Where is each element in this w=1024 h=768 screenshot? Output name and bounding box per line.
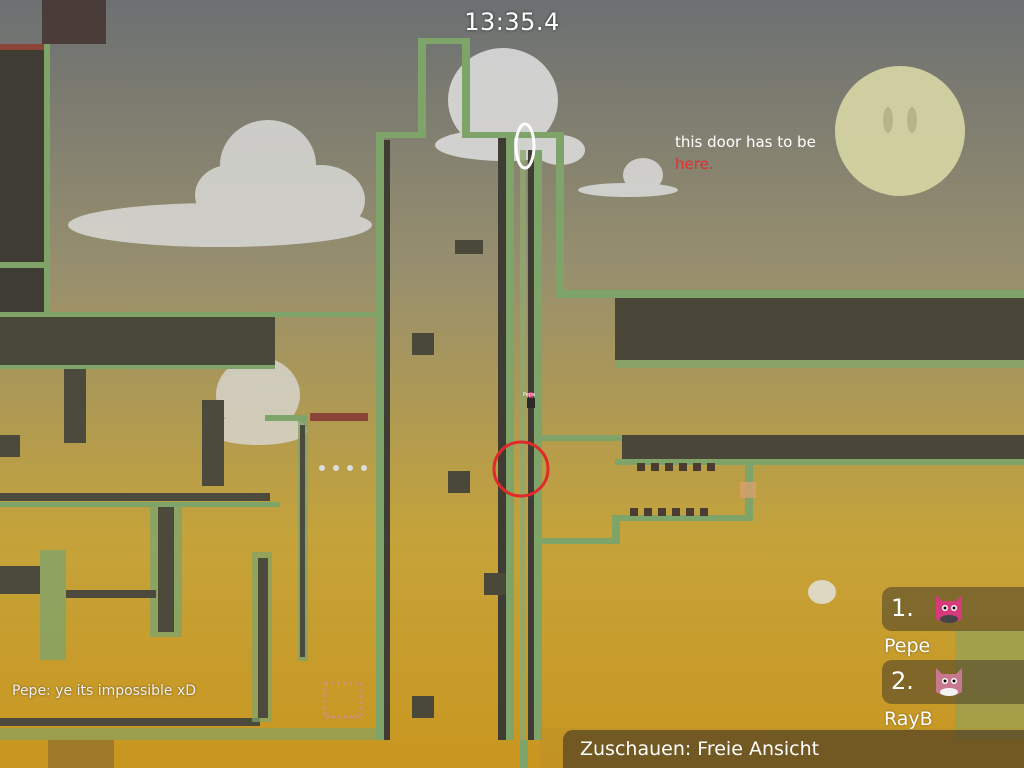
tee-skin-icon	[936, 668, 962, 696]
chat-message: Pepe: ye its impossible xD	[12, 683, 197, 699]
door-marker	[514, 122, 536, 170]
player-name: RayB	[884, 708, 933, 730]
spectator-mode-bar: Zuschauen: Freie Ansicht	[563, 730, 1024, 768]
race-timer: 13:35.4	[464, 8, 560, 36]
cloud-large	[68, 120, 372, 247]
red-circle-marker	[492, 440, 550, 498]
player-pepe	[527, 392, 535, 408]
spike-row-bottom	[630, 508, 708, 516]
wall-top-left	[42, 0, 106, 44]
cloud-ghost-mid	[208, 357, 308, 445]
teleport-pad	[323, 681, 363, 719]
moon	[835, 66, 965, 196]
wall-top-left-red	[0, 44, 44, 50]
player-name: Pepe	[884, 635, 931, 657]
rank-label: 2.	[891, 667, 914, 695]
left-structure	[0, 44, 380, 768]
scoreboard-bar: 1.	[882, 587, 1024, 631]
rank-label: 1.	[891, 594, 914, 622]
scoreboard-entry-1: 1. Pepe	[882, 587, 1024, 657]
map-annotation: this door has to be here.	[675, 131, 816, 175]
floating-blocks	[412, 240, 506, 718]
map-annotation-line2: here.	[675, 155, 714, 173]
right-platforms	[540, 290, 1024, 740]
scoreboard-entry-2: 2. RayB	[882, 660, 1024, 730]
player-name-tag: Pepe	[523, 392, 536, 398]
spike-row-top	[637, 463, 715, 471]
cloud-tiny	[808, 580, 836, 604]
item-pickup	[740, 482, 756, 498]
item-dots	[319, 465, 367, 471]
cloud-small	[578, 158, 678, 197]
scoreboard-bar: 2.	[882, 660, 1024, 704]
tee-skin-icon	[936, 595, 962, 623]
map-annotation-line1: this door has to be	[675, 133, 816, 151]
